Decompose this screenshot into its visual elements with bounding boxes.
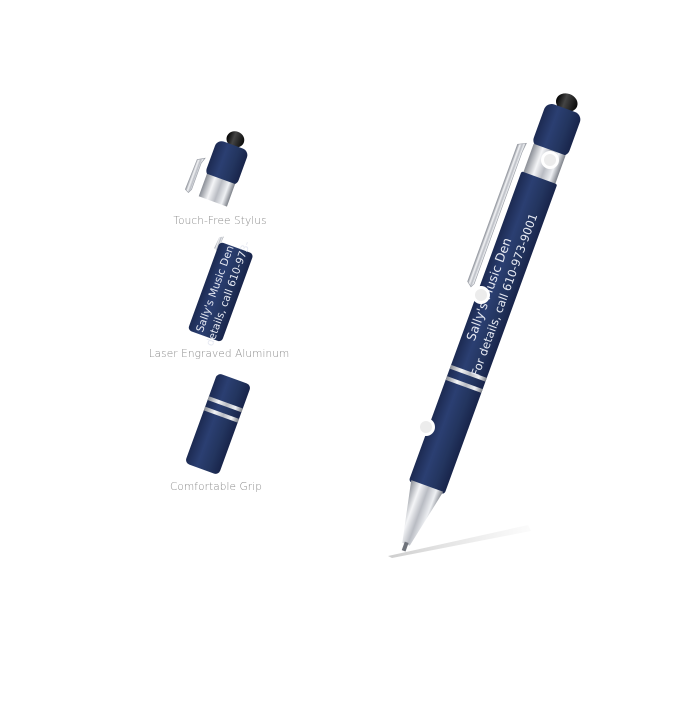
pen-cone xyxy=(402,480,444,546)
detail-grip-barrel xyxy=(186,374,250,474)
grip-ring-top xyxy=(449,364,487,382)
callout-dot-grip xyxy=(417,418,435,436)
detail-engraving-barrel xyxy=(188,242,253,342)
detail-grip xyxy=(186,374,250,474)
pen-writing-tip xyxy=(401,541,409,552)
detail-stylus-clip xyxy=(184,157,206,193)
detail-stylus-collar xyxy=(198,173,236,207)
pen-clip xyxy=(467,142,527,288)
main-pen: Sally's Music Den For details, call 610-… xyxy=(388,93,581,558)
grip-ring-bottom xyxy=(445,376,483,393)
detail-grip-ring-top xyxy=(207,396,243,413)
stylus-cap xyxy=(533,103,581,156)
detail-stylus-cap xyxy=(206,141,248,185)
detail-engraving-clip xyxy=(214,236,224,252)
detail-stylus-tip xyxy=(226,131,245,148)
detail-grip-ring-bottom xyxy=(203,406,240,423)
detail-engraving: Sally's Music Den details, call 610-973- xyxy=(188,236,253,348)
pen-barrel xyxy=(432,171,557,430)
feature-label-grip: Comfortable Grip xyxy=(170,481,262,493)
detail-stylus xyxy=(184,131,248,207)
pen-shadow xyxy=(388,525,531,558)
callout-dot-engraving xyxy=(472,286,490,304)
pen-lower-barrel xyxy=(409,414,469,494)
feature-label-stylus: Touch-Free Stylus xyxy=(173,215,267,227)
feature-label-engraved: Laser Engraved Aluminum xyxy=(148,348,290,360)
callout-dot-stylus xyxy=(541,151,559,169)
